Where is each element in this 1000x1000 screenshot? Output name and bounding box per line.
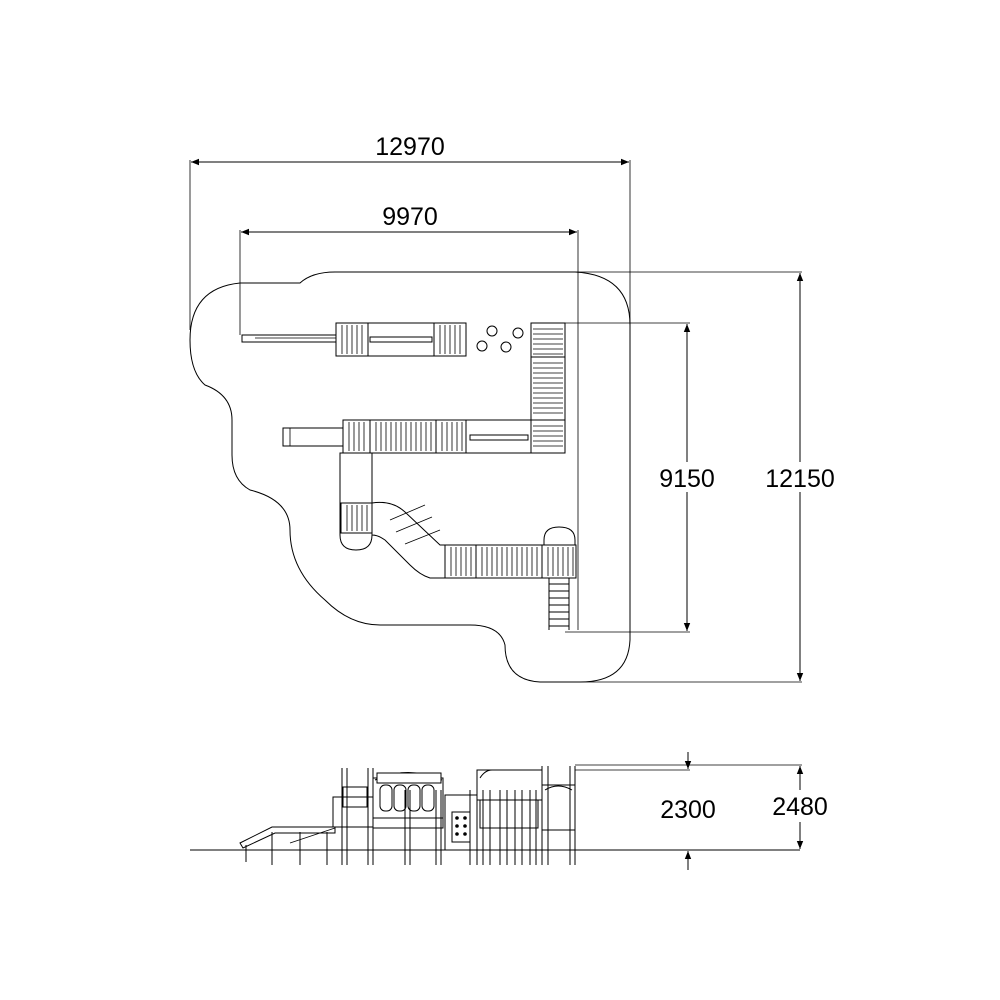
dim-label-overall-width: 12970 [375,133,445,161]
ladder [548,578,570,630]
middle-row-structure [282,419,532,454]
elevation-view: 2300 2480 [190,752,838,870]
tube-slide [371,501,446,579]
elevation-ramp [239,826,336,865]
dim-label-platform-height: 2300 [660,796,716,824]
dim-label-inner-width: 9970 [382,203,438,231]
dimension-total-height: 2480 [575,764,838,849]
elevation-structure [332,769,576,851]
tube-rings [379,784,435,812]
slide [339,452,373,551]
right-column-structure [530,322,566,454]
dimension-platform-height: 2300 [575,752,716,870]
dimension-inner-depth: 9150 [565,322,724,633]
climbing-holds [455,816,467,836]
stepping-stones [476,325,524,353]
dim-label-total-height: 2480 [772,793,828,821]
safety-zone-outline [189,271,631,683]
dim-label-inner-depth: 9150 [659,465,715,493]
dimension-overall-width: 12970 [189,133,631,530]
dimension-inner-width: 9970 [239,203,579,630]
top-row-structure [241,322,524,357]
dim-label-overall-depth: 12150 [765,465,835,493]
dimension-overall-depth: 12150 [575,271,846,683]
plan-view: 12970 9970 9150 12150 [189,133,846,683]
bottom-row-structure [444,526,577,630]
